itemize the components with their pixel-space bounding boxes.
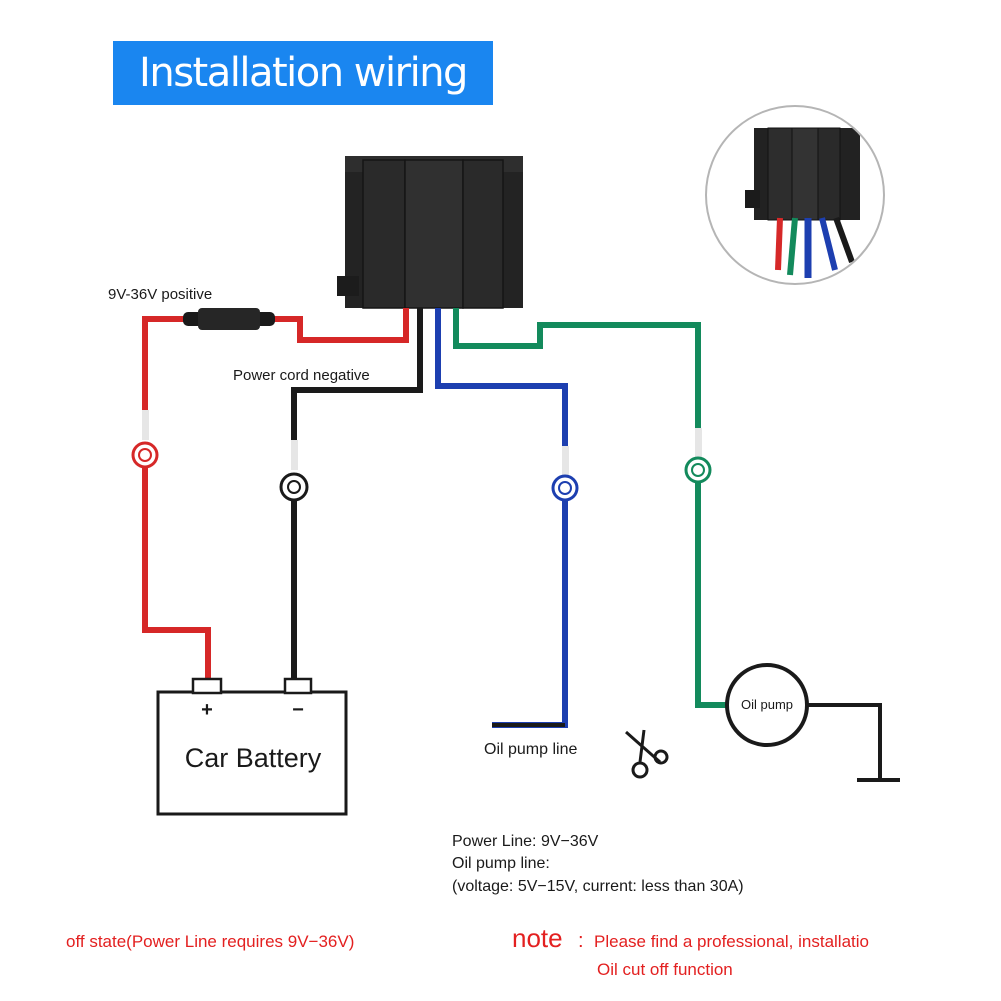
positive-terminal	[191, 677, 223, 695]
oil-pump-label: Oil pump	[741, 697, 793, 712]
relay-photo-inset	[705, 105, 885, 285]
black-negative-wire	[279, 308, 423, 682]
title-banner: Installation wiring	[113, 41, 493, 105]
note-text: Please find a professional, installatio	[594, 932, 869, 951]
negative-terminal	[283, 677, 313, 695]
green-pump-wire	[453, 308, 727, 708]
note-colon: :	[578, 930, 584, 952]
scissors-icon	[625, 729, 669, 779]
off-state-text: off state(Power Line requires 9V−36V)	[66, 932, 354, 951]
diagram-title: Installation wiring	[139, 50, 468, 96]
negative-label: Power cord negative	[233, 367, 370, 384]
positive-label: 9V-36V positive	[108, 286, 212, 303]
oil-pump: Oil pump	[725, 663, 900, 782]
spec-power-line: Power Line: 9V−36V	[452, 833, 599, 850]
red-positive-wire	[131, 308, 409, 682]
note-line2: Oil cut off function	[597, 960, 733, 979]
car-battery: + − Car Battery	[156, 677, 348, 816]
spec-voltage-current: (voltage: 5V−15V, current: less than 30A…	[452, 878, 744, 895]
oil-pump-line-label: Oil pump line	[484, 741, 577, 758]
battery-label: Car Battery	[185, 743, 322, 773]
relay-module	[337, 156, 523, 309]
spec-oil-pump-line: Oil pump line:	[452, 855, 550, 872]
blue-pump-wire	[435, 308, 579, 728]
battery-minus-sign: −	[292, 699, 304, 721]
battery-plus-sign: +	[201, 699, 213, 721]
note-word: note	[512, 923, 563, 953]
